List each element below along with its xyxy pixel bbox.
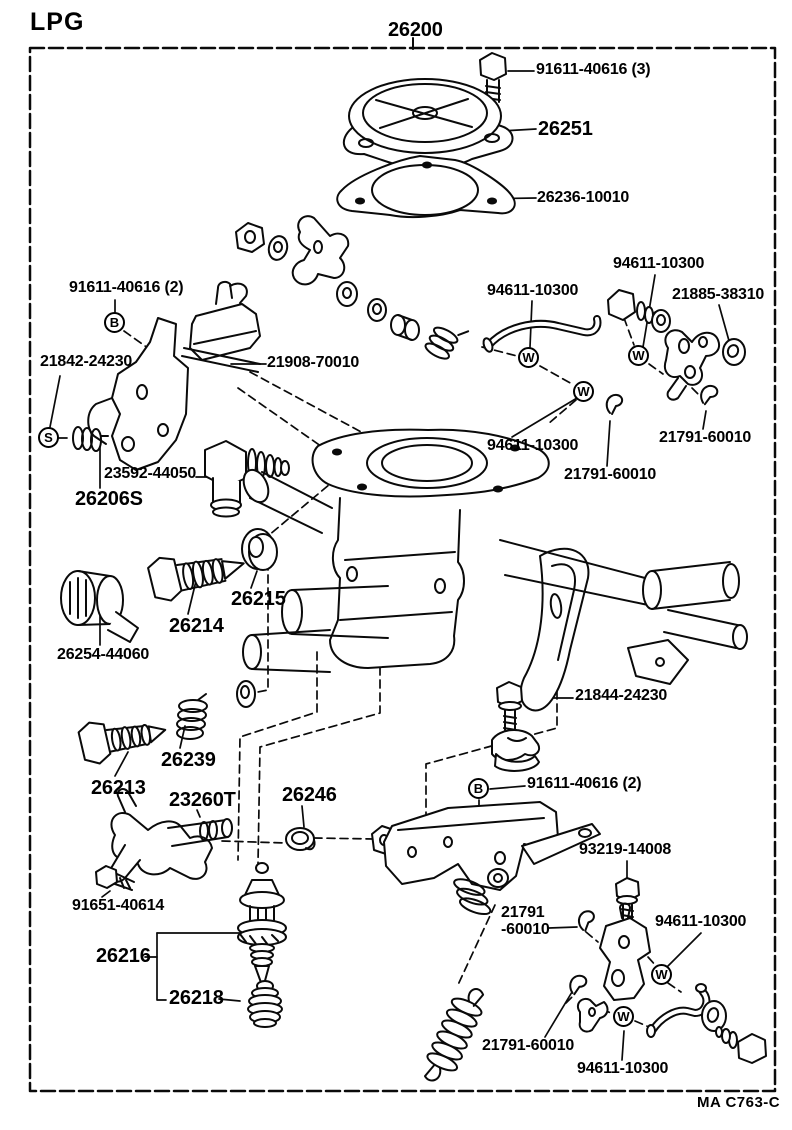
part-sketch-26218 — [247, 980, 283, 1028]
part-label-18-21844-24230: 21844-24230 — [575, 687, 668, 704]
part-label-22-23260T: 23260T — [169, 789, 236, 811]
part-sketch-fuel-pipe — [482, 315, 602, 353]
part-label-15-26215: 26215 — [231, 588, 286, 610]
callout-w-4: W — [573, 381, 594, 402]
part-label-12-21791-60010: 21791-60010 — [564, 466, 657, 483]
part-label-26-21791-60010: 21791 -60010 — [501, 904, 550, 938]
part-sketch-br-washer — [701, 1000, 727, 1032]
callout-b-5: B — [468, 778, 489, 799]
part-sketch-21844-bolt — [496, 681, 523, 731]
part-sketch-26239-spring — [176, 693, 208, 740]
part-label-4-91611-40616-2-: 91611-40616 (2) — [69, 279, 184, 296]
part-sketch-26246 — [285, 827, 316, 851]
part-sketch-26236 — [336, 155, 516, 219]
part-label-13-23592-44050: 23592-44050 — [104, 465, 197, 482]
part-sketch-26214-screw — [147, 556, 245, 602]
part-sketch-93219 — [615, 877, 640, 920]
part-sketch-21908 — [87, 280, 261, 471]
part-sketch-hardware-row — [235, 215, 470, 360]
part-label-19-26239: 26239 — [161, 749, 216, 771]
part-label-1-91611-40616-3-: 91611-40616 (3) — [536, 61, 651, 78]
part-label-28-26216: 26216 — [96, 945, 151, 967]
part-sketch-91651 — [95, 865, 135, 891]
callout-w-3: W — [628, 345, 649, 366]
part-sketch-clamp — [491, 729, 540, 772]
part-sketch-bolt-94611-topright — [607, 289, 671, 333]
callout-w-7: W — [613, 1006, 634, 1027]
frame-border — [28, 37, 777, 1093]
part-sketch-link-rod — [646, 983, 711, 1038]
callout-s-1: S — [38, 427, 59, 448]
callout-b-0: B — [104, 312, 125, 333]
part-sketch-23592 — [204, 440, 290, 518]
part-sketch-bottom-bracket — [371, 801, 601, 916]
part-sketch-washer-small — [236, 680, 256, 708]
part-label-9-21908-70010: 21908-70010 — [267, 354, 360, 371]
part-sketch-21885-lever — [664, 329, 746, 401]
part-sketch-26251 — [342, 78, 514, 170]
part-label-8-21842-24230: 21842-24230 — [40, 353, 133, 370]
part-label-7-94611-10300: 94611-10300 — [487, 282, 579, 299]
part-label-23-26246: 26246 — [282, 784, 337, 806]
part-sketch-br-bracket — [599, 902, 651, 1001]
part-label-2-26251: 26251 — [538, 118, 593, 140]
figure-code: MA C763-C — [697, 1094, 781, 1111]
part-sketch-clip — [576, 998, 609, 1033]
part-label-14-26206S: 26206S — [75, 488, 143, 510]
part-label-10-94611-10300: 94611-10300 — [487, 437, 579, 454]
part-label-27-94611-10300: 94611-10300 — [655, 913, 747, 930]
part-label-5-94611-10300: 94611-10300 — [613, 255, 705, 272]
part-label-0-26200: 26200 — [388, 19, 443, 41]
system-label: LPG — [30, 8, 85, 36]
part-label-24-93219-14008: 93219-14008 — [579, 841, 672, 858]
part-sketch-throttle-body — [242, 428, 748, 712]
part-label-25-91651-40614: 91651-40614 — [72, 897, 165, 914]
part-sketch-26254-bushing — [60, 570, 139, 643]
part-label-31-94611-10300: 94611-10300 — [577, 1060, 669, 1077]
part-label-30-21791-60010: 21791-60010 — [482, 1037, 575, 1054]
part-sketch-26215-washer — [241, 528, 278, 571]
part-label-6-21885-38310: 21885-38310 — [672, 286, 765, 303]
part-sketch-26213-screw — [77, 721, 167, 765]
part-label-3-26236-10010: 26236-10010 — [537, 189, 630, 206]
part-label-20-26213: 26213 — [91, 777, 146, 799]
callout-w-2: W — [518, 347, 539, 368]
part-label-17-26254-44060: 26254-44060 — [57, 646, 150, 663]
part-label-16-26214: 26214 — [169, 615, 224, 637]
part-label-11-21791-60010: 21791-60010 — [659, 429, 752, 446]
part-sketch-long-spring — [423, 988, 485, 1082]
part-label-21-91611-40616-2-: 91611-40616 (2) — [527, 775, 642, 792]
part-label-29-26218: 26218 — [169, 987, 224, 1009]
part-sketch-bolt-91611-top — [479, 52, 507, 103]
part-sketch-br-plug — [715, 1026, 767, 1064]
part-sketch-26216 — [237, 862, 287, 997]
callout-w-6: W — [651, 964, 672, 985]
part-sketch-spring-21842 — [72, 426, 109, 452]
